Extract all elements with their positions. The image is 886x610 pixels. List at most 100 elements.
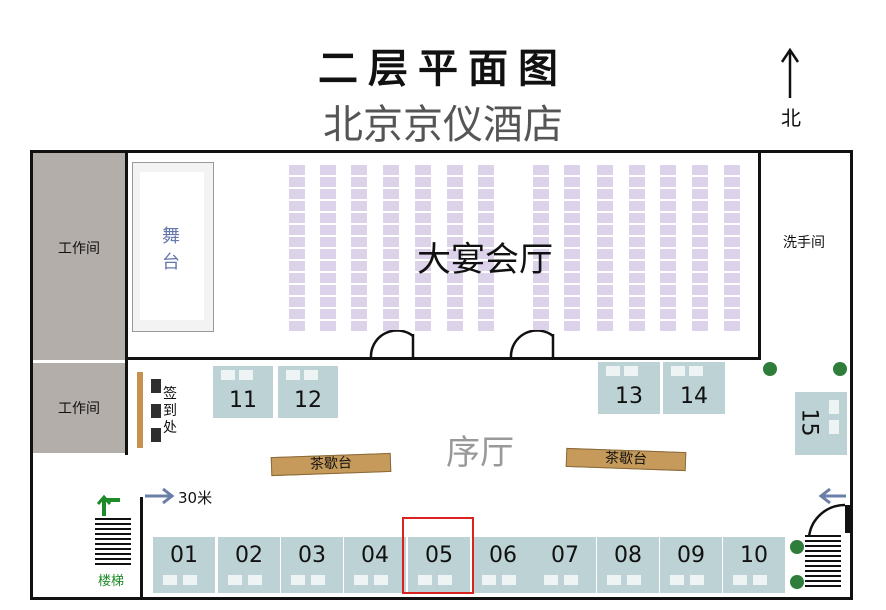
booth-number: 04 <box>361 543 389 568</box>
booth-desk <box>286 370 300 380</box>
seat-row <box>533 165 549 331</box>
booth-desk <box>374 575 388 585</box>
booth[interactable]: 01 <box>153 537 215 593</box>
stairs-label: 楼梯 <box>97 574 124 589</box>
booth[interactable]: 15 <box>795 392 847 455</box>
hall-doors <box>369 330 555 360</box>
wall <box>125 150 128 360</box>
booth[interactable]: 04 <box>344 537 406 593</box>
booth-number: 06 <box>489 543 517 568</box>
booth[interactable]: 10 <box>723 537 785 593</box>
signin-desk <box>137 372 143 448</box>
booth-number: 09 <box>677 543 705 568</box>
booth-number: 05 <box>425 543 453 568</box>
booth-desk <box>564 575 578 585</box>
booth-desk <box>183 575 197 585</box>
seat-row <box>447 165 463 331</box>
booth-desk <box>606 366 620 376</box>
chair-icon <box>151 404 161 418</box>
distance-label: 30米 <box>178 489 213 507</box>
booth-desk <box>354 575 368 585</box>
seat-row <box>415 165 431 331</box>
booth-desk <box>733 575 747 585</box>
stairs-right <box>805 535 841 587</box>
stairs-arrow-icon <box>96 494 120 516</box>
map-title: 二层平面图 <box>318 45 568 92</box>
booth-desk <box>829 420 839 434</box>
stage-label: 舞台 <box>162 226 180 273</box>
seat-row <box>692 165 708 331</box>
highlight-box <box>402 517 474 594</box>
booth-number: 12 <box>294 388 322 413</box>
booth-number: 01 <box>170 543 198 568</box>
seat-row <box>383 165 399 331</box>
booth-desk <box>304 370 318 380</box>
booth[interactable]: 12 <box>278 366 338 418</box>
booth-desk <box>221 370 235 380</box>
entrance-arrow-icon <box>818 487 846 505</box>
entrance-arrow-icon <box>145 487 175 505</box>
floor-outline <box>30 150 853 600</box>
north-label: 北 <box>781 106 801 130</box>
booth[interactable]: 03 <box>281 537 343 593</box>
booth-desk <box>627 575 641 585</box>
workroom-upper-label: 工作间 <box>58 241 100 257</box>
stage-floor <box>140 172 204 320</box>
booth-desk <box>544 575 558 585</box>
seat-row <box>320 165 336 331</box>
booth[interactable]: 07 <box>534 537 596 593</box>
booth-number: 11 <box>229 388 257 413</box>
booth-desk <box>163 575 177 585</box>
booth-desk <box>438 575 452 585</box>
booth-desk <box>671 366 685 376</box>
booth-desk <box>228 575 242 585</box>
north-arrow-icon <box>780 47 800 98</box>
venue-name: 北京京仪酒店 <box>323 102 563 148</box>
booth[interactable]: 14 <box>663 362 725 414</box>
wall <box>845 505 851 533</box>
booth-number: 13 <box>615 384 643 409</box>
booth-desk <box>311 575 325 585</box>
booth[interactable]: 08 <box>597 537 659 593</box>
booth-number: 14 <box>680 384 708 409</box>
workroom-upper <box>33 153 125 360</box>
booth[interactable]: 09 <box>660 537 722 593</box>
booth-desk <box>418 575 432 585</box>
foyer-label: 序厅 <box>446 433 514 473</box>
wall <box>140 497 143 600</box>
workroom-lower <box>33 363 125 453</box>
workroom-lower-label: 工作间 <box>58 401 100 417</box>
booth-desk <box>753 575 767 585</box>
booth-number: 02 <box>235 543 263 568</box>
booth-desk <box>482 575 496 585</box>
seat-row <box>660 165 676 331</box>
signin-label: 签到处 <box>163 386 177 436</box>
booth-number: 10 <box>740 543 768 568</box>
booth-highlighted[interactable]: 05 <box>408 537 470 593</box>
booth-desk <box>239 370 253 380</box>
seat-row <box>289 165 305 331</box>
booth[interactable]: 13 <box>598 362 660 414</box>
booth-desk <box>689 366 703 376</box>
chair-icon <box>151 428 161 442</box>
booth-number: 07 <box>551 543 579 568</box>
booth-desk <box>248 575 262 585</box>
seat-row <box>724 165 740 331</box>
booth-desk <box>291 575 305 585</box>
side-door <box>807 503 846 538</box>
booth-desk <box>829 400 839 414</box>
booth[interactable]: 06 <box>472 537 534 593</box>
booth[interactable]: 02 <box>218 537 280 593</box>
seat-row <box>597 165 613 331</box>
booth-desk <box>624 366 638 376</box>
booth[interactable]: 11 <box>213 366 273 418</box>
seat-row <box>478 165 494 331</box>
booth-desk <box>502 575 516 585</box>
washroom-label: 洗手间 <box>783 235 825 251</box>
booth-desk <box>607 575 621 585</box>
booth-desk <box>670 575 684 585</box>
plant-icon <box>790 540 804 554</box>
wall <box>758 150 761 360</box>
banquet-hall-label: 大宴会厅 <box>417 240 553 280</box>
seat-row <box>564 165 580 331</box>
